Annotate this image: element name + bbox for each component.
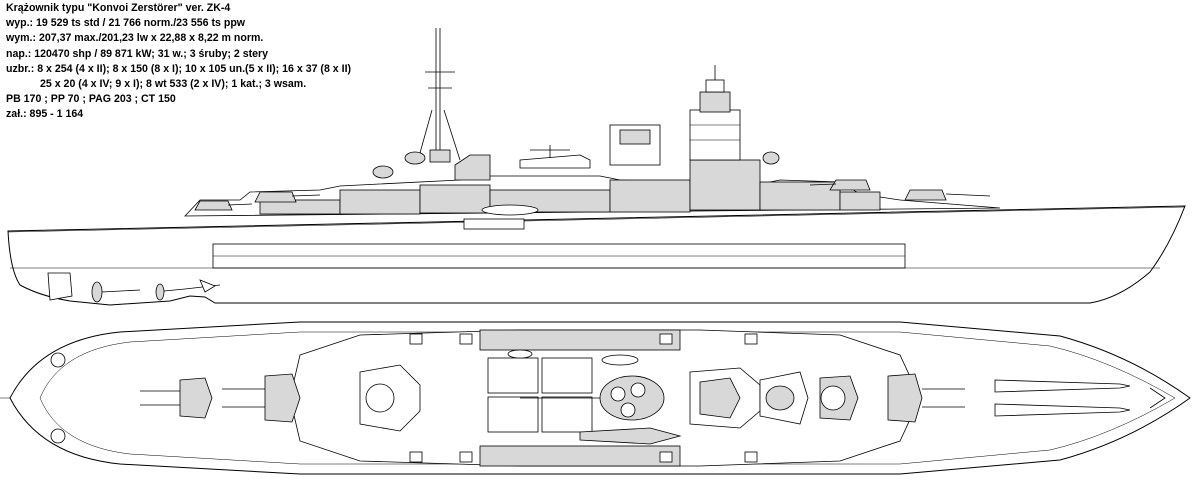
bridge-tower [689,65,741,161]
spec-propulsion: nap.: 120470 shp / 89 871 kW; 31 w.; 3 ś… [6,47,269,60]
spec-armament: uzbr.: 8 x 254 (4 x II); 8 x 150 (8 x I)… [6,62,352,75]
turret-b-plan [222,373,301,423]
propeller-icon [91,279,221,303]
turret-a-side [194,200,253,211]
bow-fittings [994,379,1166,417]
plan-view [0,321,1191,475]
turret-a-plan [140,377,213,419]
aircraft-catapult [519,145,591,169]
turret-d-side [904,189,991,201]
rudder [47,272,73,301]
turret-c-side [809,179,871,191]
specs-block: Krążownik typu "Konvoi Zerstörer" ver. Z… [6,1,406,123]
side-profile [7,28,1186,306]
spec-crew: zał.: 895 - 1 164 [6,108,84,121]
secondary-guns [409,333,758,463]
spec-armor: PB 170 ; PP 70 ; PAG 203 ; CT 150 [6,93,176,106]
fore-mast [417,28,461,163]
spec-armament-cont: 25 x 20 (4 x IV; 9 x I); 8 wt 533 (2 x I… [40,78,307,91]
spec-dimensions: wym.: 207,37 max./201,23 lw x 22,88 x 8,… [6,32,264,45]
turret-c-plan [819,375,859,421]
drawing-title: Krążownik typu "Konvoi Zerstörer" ver. Z… [6,2,231,14]
turret-d-plan [887,373,965,423]
turret-b-side [254,191,321,203]
funnel-top [599,375,665,421]
funnel [454,154,491,181]
spec-displacement: wyp.: 19 529 ts std / 21 766 norm./23 55… [6,17,246,30]
